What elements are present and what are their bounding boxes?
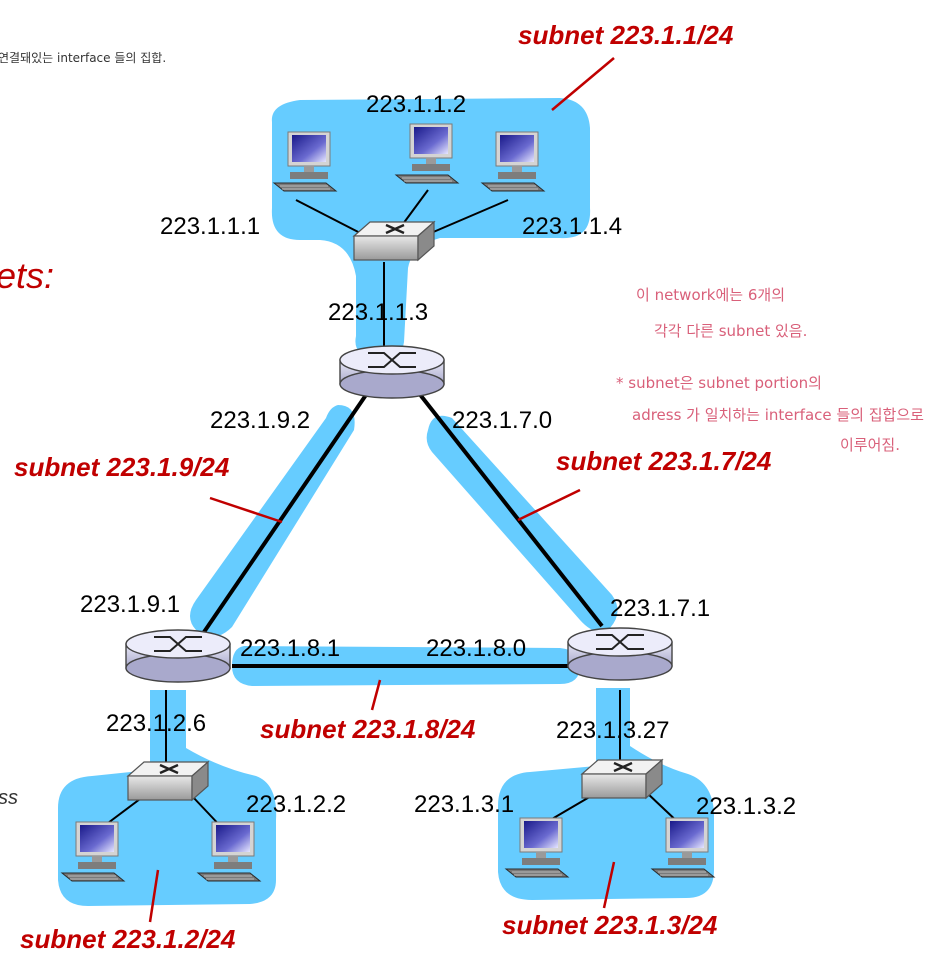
leader-subnet-223-1-2 bbox=[148, 869, 160, 923]
leader-subnet-223-1-8 bbox=[370, 679, 382, 711]
interface-address-label: 223.1.2.2 bbox=[246, 791, 346, 818]
subnet-223-1-9-region bbox=[190, 405, 355, 637]
leader-subnet-223-1-3 bbox=[602, 861, 616, 909]
annotation-line: * subnet은 subnet portion의 bbox=[616, 374, 822, 392]
router-icon bbox=[125, 629, 231, 683]
interface-address-label: 223.1.9.2 bbox=[210, 407, 310, 434]
interface-address-label: 223.1.3.27 bbox=[556, 717, 669, 744]
link-r1-r2 bbox=[202, 390, 370, 634]
left-heading: ets: bbox=[0, 255, 54, 296]
subnet-label: subnet 223.1.8/24 bbox=[260, 714, 476, 744]
cropped-fragments: 연결돼있는 interface 들의 집합. ets: ss bbox=[0, 51, 166, 809]
handwritten-annotation: 이 network에는 6개의 각각 다른 subnet 있음. * subne… bbox=[616, 286, 924, 454]
router-icon bbox=[567, 627, 673, 681]
leader-subnet-223-1-7 bbox=[517, 488, 581, 522]
link-r1-r3 bbox=[416, 390, 604, 628]
annotation-line: adress 가 일치하는 interface 들의 집합으로 bbox=[632, 406, 924, 424]
subnet-label: subnet 223.1.1/24 bbox=[518, 20, 734, 50]
annotation-line: 이루어짐. bbox=[840, 436, 900, 454]
subnet-label: subnet 223.1.2/24 bbox=[20, 924, 236, 954]
annotation-line: 이 network에는 6개의 bbox=[636, 286, 785, 304]
interface-address-label: 223.1.1.3 bbox=[328, 299, 428, 326]
interface-address-label: 223.1.1.1 bbox=[160, 213, 260, 240]
top-left-note: 연결돼있는 interface 들의 집합. bbox=[0, 51, 166, 65]
link-switch1-pc3 bbox=[423, 199, 509, 237]
leader-subnet-223-1-9 bbox=[209, 496, 283, 524]
interface-labels: 223.1.1.2 223.1.1.1 223.1.1.4 223.1.1.3 … bbox=[80, 91, 796, 820]
switch-icon bbox=[352, 220, 436, 262]
interface-address-label: 223.1.7.1 bbox=[610, 595, 710, 622]
leader-subnet-223-1-1 bbox=[551, 57, 615, 111]
interface-address-label: 223.1.8.1 bbox=[240, 635, 340, 662]
left-bottom-fragment: ss bbox=[0, 787, 18, 809]
subnet-label: subnet 223.1.7/24 bbox=[556, 446, 772, 476]
annotation-line: 각각 다른 subnet 있음. bbox=[654, 322, 807, 340]
subnet-label: subnet 223.1.3/24 bbox=[502, 910, 718, 940]
interface-address-label: 223.1.8.0 bbox=[426, 635, 526, 662]
interface-address-label: 223.1.2.6 bbox=[106, 710, 206, 737]
interface-address-label: 223.1.7.0 bbox=[452, 407, 552, 434]
switch-icon bbox=[126, 760, 210, 802]
label-leaders bbox=[148, 57, 616, 923]
switch-icon bbox=[580, 758, 664, 800]
interface-address-label: 223.1.3.1 bbox=[414, 791, 514, 818]
router-icon bbox=[339, 345, 445, 399]
interface-address-label: 223.1.1.2 bbox=[366, 91, 466, 118]
link-switch1-pc1 bbox=[295, 199, 367, 237]
interface-address-label: 223.1.1.4 bbox=[522, 213, 622, 240]
subnet-label: subnet 223.1.9/24 bbox=[14, 452, 230, 482]
subnet-labels: subnet 223.1.1/24 subnet 223.1.9/24 subn… bbox=[14, 20, 772, 954]
interface-address-label: 223.1.9.1 bbox=[80, 591, 180, 618]
interface-address-label: 223.1.3.2 bbox=[696, 793, 796, 820]
